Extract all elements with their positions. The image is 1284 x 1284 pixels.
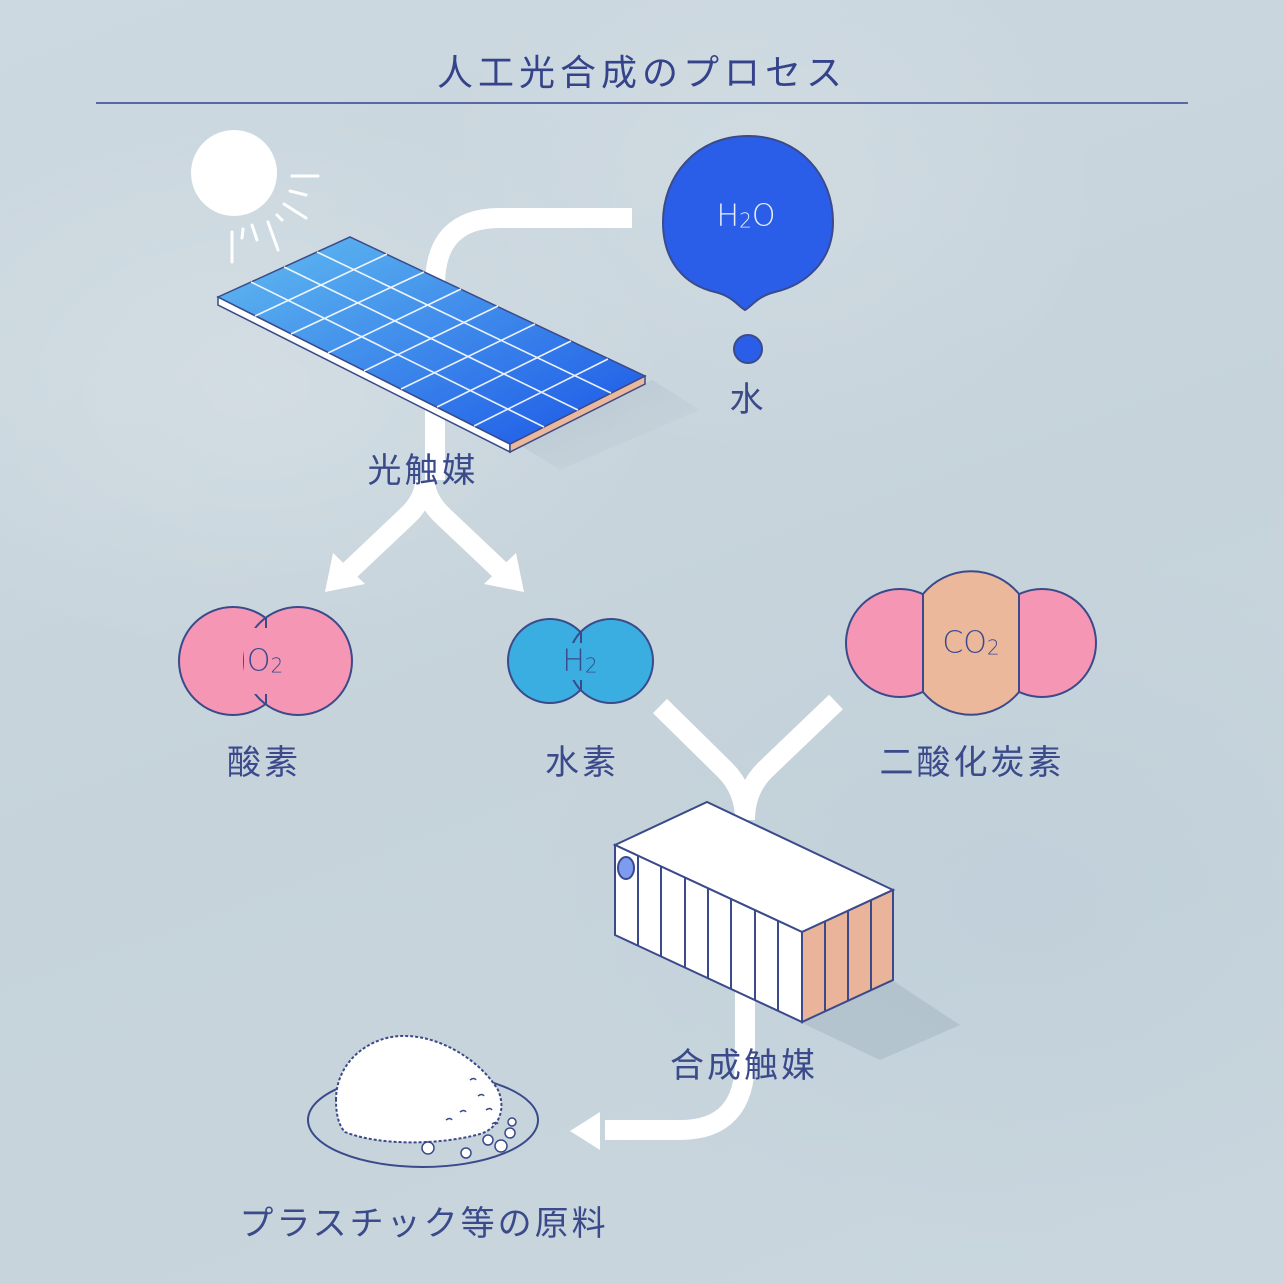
sun-icon bbox=[191, 130, 320, 264]
formula-sub: 2 bbox=[986, 635, 1000, 660]
formula-sub: 2 bbox=[739, 208, 752, 233]
water-formula: H2O bbox=[717, 199, 776, 234]
co2-molecule-icon bbox=[845, 570, 1097, 716]
product-label: プラスチック等の原料 bbox=[239, 1204, 609, 1244]
formula-main: CO bbox=[942, 625, 987, 661]
formula-main: H bbox=[716, 198, 740, 234]
flow-synthesis-to-product bbox=[605, 900, 755, 1140]
material-pile-icon bbox=[307, 1034, 539, 1168]
formula-sub: 2 bbox=[584, 653, 598, 678]
reactor-container-icon bbox=[612, 800, 960, 1060]
oxygen-formula: O2 bbox=[247, 644, 283, 679]
arrow-head-to-oxygen bbox=[325, 553, 365, 592]
water-label: 水 bbox=[729, 380, 767, 420]
arrow-head-to-product bbox=[570, 1112, 600, 1150]
arrow-head-to-hydrogen bbox=[484, 553, 524, 592]
water-drop-icon bbox=[661, 134, 835, 364]
oxygen-overlap-fill bbox=[244, 628, 288, 694]
oxygen-label: 酸素 bbox=[227, 743, 301, 783]
solar-panel-icon bbox=[216, 236, 700, 470]
hydrogen-overlap-fill bbox=[565, 643, 597, 680]
co2-formula: CO2 bbox=[942, 626, 999, 661]
page-title: 人工光合成のプロセス bbox=[436, 53, 848, 94]
co2-label: 二酸化炭素 bbox=[879, 743, 1065, 783]
formula-main: H bbox=[562, 643, 585, 679]
title-divider bbox=[96, 102, 1188, 104]
photocatalyst-label: 光触媒 bbox=[367, 451, 479, 491]
formula-tail: O bbox=[751, 198, 776, 234]
hydrogen-formula: H2 bbox=[562, 644, 597, 679]
flow-split-arrows bbox=[343, 479, 507, 578]
synthesis-catalyst-label: 合成触媒 bbox=[670, 1046, 818, 1086]
hydrogen-label: 水素 bbox=[545, 743, 619, 783]
flow-merge-to-synthesis bbox=[652, 694, 843, 821]
formula-sub: 2 bbox=[270, 653, 284, 678]
formula-main: O bbox=[246, 643, 271, 679]
